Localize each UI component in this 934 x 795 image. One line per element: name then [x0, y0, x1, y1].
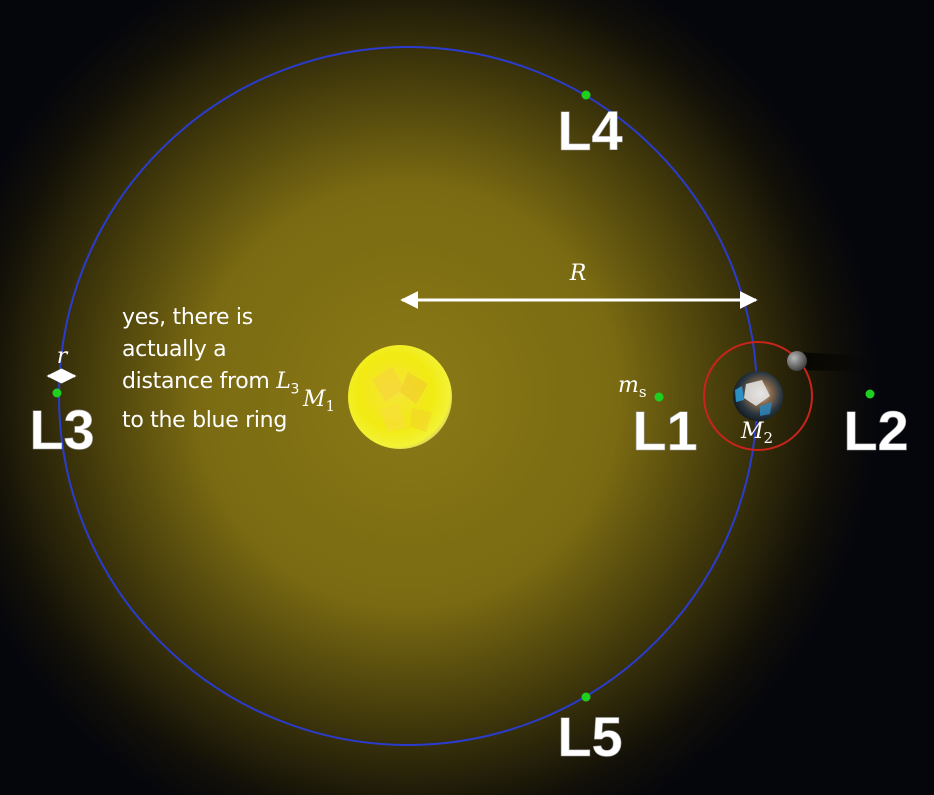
moon-orbit-ring	[703, 341, 813, 451]
moon-shadow	[797, 352, 870, 372]
L2-point	[865, 389, 875, 399]
sun-icon	[348, 345, 452, 449]
distance-r-label: r	[57, 344, 69, 369]
L1-point	[654, 392, 664, 402]
earth-icon	[733, 371, 783, 421]
L5-label: L5	[557, 705, 622, 768]
mass-M2-label: M2	[740, 419, 773, 447]
L4-point	[581, 90, 591, 100]
L2-label: L2	[843, 399, 908, 462]
L1-label: L1	[632, 399, 697, 462]
distance-R-label: R	[569, 261, 587, 286]
L5-point	[581, 692, 591, 702]
moon-icon	[787, 351, 807, 371]
L4-label: L4	[557, 99, 622, 162]
L3-point	[52, 388, 62, 398]
mass-ms-label: ms	[618, 373, 647, 401]
mass-M1-label: M1	[302, 387, 335, 415]
L3-label: L3	[29, 398, 94, 461]
annotation-note: yes, there is actually a distance from L…	[122, 305, 300, 434]
